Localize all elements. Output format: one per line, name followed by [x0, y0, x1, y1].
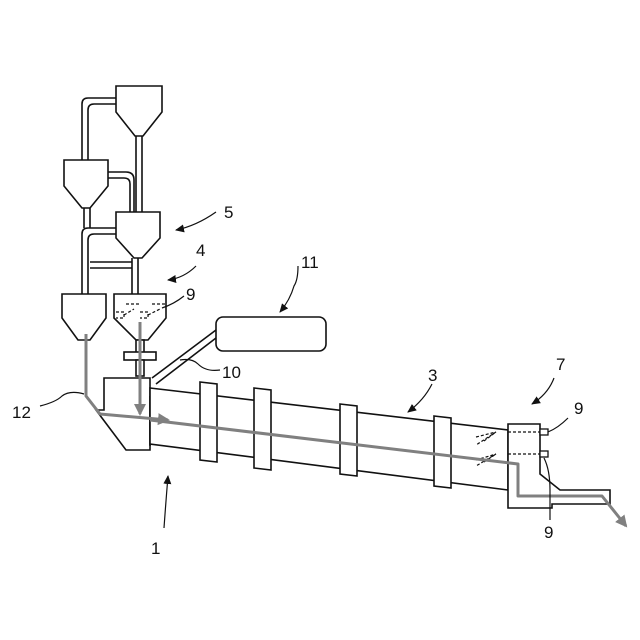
label-burner-cooler-lower: 9 — [544, 523, 553, 542]
label-calciner-link: 10 — [222, 363, 241, 382]
label-burner-cooler-upper: 9 — [574, 399, 583, 418]
label-cyclone-tower: 4 — [196, 241, 205, 260]
label-cooler: 7 — [556, 355, 565, 374]
cyclone-top — [116, 86, 162, 136]
cyclone-upper-left — [64, 160, 108, 208]
control-duct — [152, 330, 216, 384]
control-unit-box — [216, 317, 326, 351]
leader-cooler — [532, 378, 554, 404]
cyclone-lower-left — [62, 294, 106, 340]
label-flow-path: 12 — [12, 403, 31, 422]
label-kiln: 3 — [428, 366, 437, 385]
leader-kiln — [408, 384, 432, 412]
cooler-burners — [540, 429, 548, 457]
leader-preheater — [176, 212, 216, 230]
label-burner-top: 9 — [186, 285, 195, 304]
leader-plant — [164, 476, 168, 528]
label-preheater: 5 — [224, 203, 233, 222]
leader-tower — [168, 266, 196, 280]
leader-control-unit — [280, 266, 298, 312]
leader-burner-cooler-upper — [548, 418, 568, 432]
leader-flow-path — [40, 392, 84, 406]
label-control-unit: 11 — [301, 253, 319, 272]
cyclone-middle — [116, 212, 160, 258]
label-plant: 1 — [151, 539, 160, 558]
